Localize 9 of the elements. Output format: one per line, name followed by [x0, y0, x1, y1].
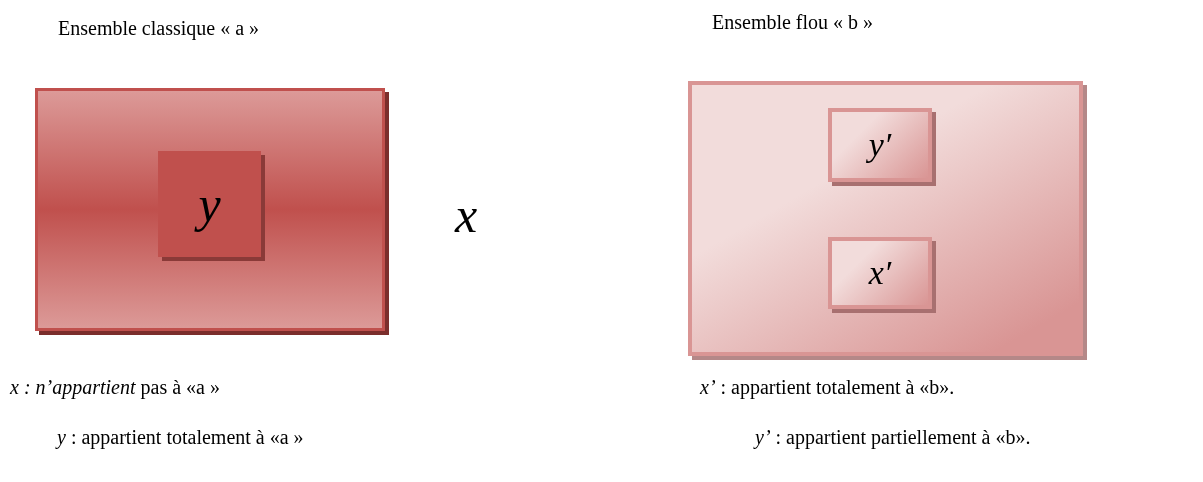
element-symbol: y′	[868, 128, 892, 162]
membership-note: x : n’appartient pas à «a »	[10, 375, 220, 401]
set-title: Ensemble flou « b »	[712, 10, 874, 35]
element-symbol: x	[455, 190, 478, 240]
membership-note: y’ : appartient partiellement à «b».	[755, 425, 1031, 451]
membership-note: y : appartient totalement à «a »	[57, 425, 304, 451]
element-symbol: x′	[868, 256, 892, 290]
set-title: Ensemble classique « a »	[58, 16, 260, 42]
membership-note: x’ : appartient totalement à «b».	[700, 375, 955, 401]
